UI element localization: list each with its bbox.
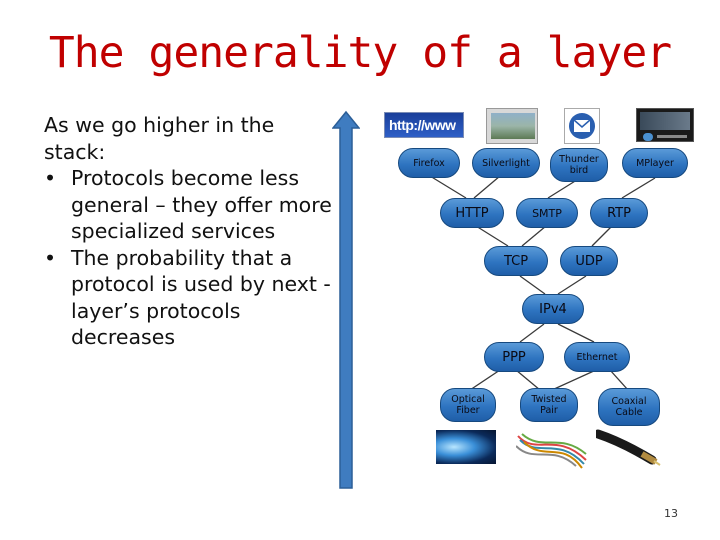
node-ppp: PPP [484, 342, 544, 372]
node-label: Twisted Pair [531, 394, 567, 416]
node-label: Coaxial Cable [611, 396, 647, 418]
video-player-icon [486, 108, 538, 144]
node-label: Optical Fiber [451, 394, 485, 416]
node-silverlight: Silverlight [472, 148, 540, 178]
twisted-pair-photo [515, 426, 588, 470]
node-ipv4: IPv4 [522, 294, 584, 324]
node-label: Firefox [413, 157, 445, 169]
node-http: HTTP [440, 198, 504, 228]
slide-body: As we go higher in the stack: Protocols … [44, 112, 334, 351]
node-optical-fiber: Optical Fiber [440, 388, 496, 422]
optical-fiber-photo [436, 430, 496, 464]
browser-url-text: http://www [389, 117, 456, 133]
node-coaxial-cable: Coaxial Cable [598, 388, 660, 426]
node-tcp: TCP [484, 246, 548, 276]
node-label: Thunder bird [559, 154, 599, 176]
coaxial-cable-photo [593, 428, 662, 468]
media-player-icon [636, 108, 694, 142]
node-label: Silverlight [482, 157, 530, 169]
node-firefox: Firefox [398, 148, 460, 178]
node-label: UDP [575, 253, 603, 269]
node-rtp: RTP [590, 198, 648, 228]
browser-url-icon: http://www [384, 112, 464, 138]
node-twisted-pair: Twisted Pair [520, 388, 578, 422]
node-label: PPP [502, 349, 526, 365]
node-label: SMTP [532, 206, 562, 220]
node-label: Ethernet [576, 351, 618, 363]
node-label: MPlayer [636, 157, 674, 169]
node-udp: UDP [560, 246, 618, 276]
node-label: RTP [607, 205, 631, 221]
page-number: 13 [664, 507, 678, 520]
node-label: TCP [503, 253, 529, 269]
node-thunderbird: Thunder bird [550, 148, 608, 182]
node-mplayer: MPlayer [622, 148, 688, 178]
node-ethernet: Ethernet [564, 342, 630, 372]
bullet-item: Protocols become less general – they off… [44, 165, 334, 245]
mail-envelope-icon [564, 108, 600, 144]
intro-text: As we go higher in the stack: [44, 113, 275, 164]
slide-title: The generality of a layer [48, 28, 672, 78]
node-label: IPv4 [539, 301, 567, 317]
node-label: HTTP [455, 205, 489, 221]
node-smtp: SMTP [516, 198, 578, 228]
up-arrow-icon [332, 110, 360, 489]
bullet-list: Protocols become less general – they off… [44, 165, 334, 351]
bullet-item: The probability that a protocol is used … [44, 245, 334, 351]
